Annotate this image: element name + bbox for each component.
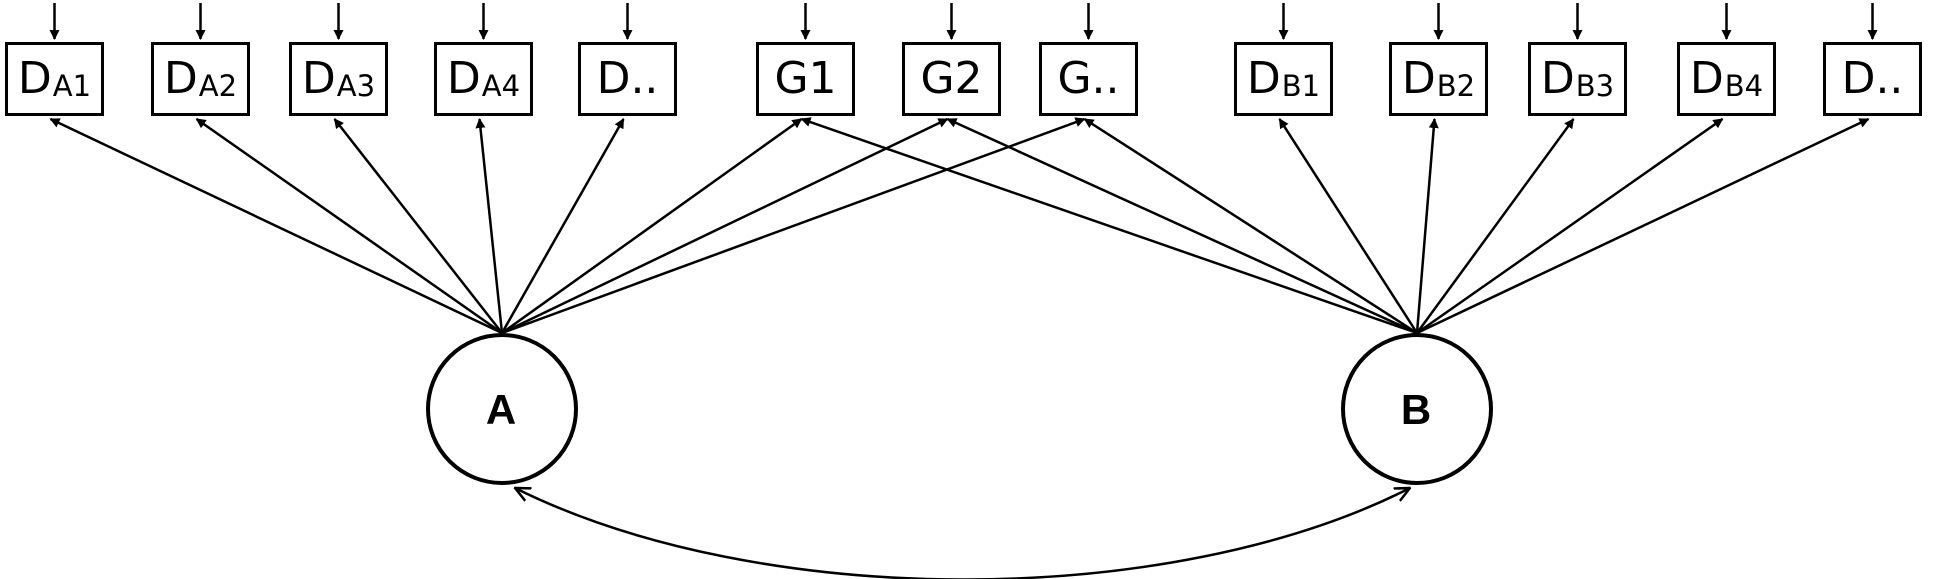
loading-arrow-a [501, 117, 803, 335]
indicator-label: D [1689, 53, 1724, 104]
correlation-arc [515, 488, 1410, 579]
loading-arrow-a [333, 118, 503, 334]
indicator-box: G.. [1039, 42, 1138, 116]
factor-a-circle [426, 333, 578, 485]
indicator-box: D.. [578, 42, 677, 116]
indicator-subscript: A1 [52, 68, 92, 103]
loading-arrow-b [1415, 118, 1439, 334]
indicator-subscript: A2 [198, 68, 238, 103]
indicator-label: D [1246, 53, 1281, 104]
indicator-label: D [1401, 53, 1436, 104]
loading-arrow-a [501, 117, 1086, 335]
factor-a-label: A [485, 386, 517, 433]
indicator-subscript: B4 [1724, 68, 1764, 103]
indicator-label: D [163, 53, 198, 104]
loading-arrow-b [1416, 117, 1724, 335]
loading-arrow-b [1416, 117, 1870, 335]
indicator-label: G1 [774, 53, 837, 104]
indicator-label: D [446, 53, 481, 104]
edges-layer [49, 3, 1878, 335]
indicator-box: G1 [756, 42, 855, 116]
loading-arrow-b [946, 117, 1418, 335]
factor-b-circle [1341, 333, 1493, 485]
indicator-subscript: B3 [1575, 68, 1615, 103]
indicator-label: D.. [596, 53, 659, 104]
loading-arrow-a [49, 117, 503, 335]
loading-arrow-b [1083, 117, 1418, 335]
factor-b-label: B [1400, 386, 1432, 433]
indicator-label: G2 [920, 53, 983, 104]
loading-arrow-b [800, 117, 1418, 335]
loading-arrow-a [500, 118, 625, 334]
indicator-box: D.. [1823, 42, 1922, 116]
loading-arrow-a [195, 117, 503, 335]
indicator-subscript: B1 [1281, 68, 1321, 103]
loading-arrow-b [1278, 118, 1419, 334]
indicator-subscript: A4 [481, 68, 521, 103]
loading-arrow-a [475, 118, 504, 334]
indicator-label: D.. [1841, 53, 1904, 104]
loading-arrow-b [1415, 118, 1575, 334]
indicator-label: D [17, 53, 52, 104]
loading-arrow-a [501, 117, 949, 335]
indicator-label: D [1540, 53, 1575, 104]
indicator-subscript: B2 [1436, 68, 1476, 103]
indicator-label: G.. [1057, 53, 1120, 104]
indicator-subscript: A3 [336, 68, 376, 103]
indicator-label: D [301, 53, 336, 104]
indicator-box: G2 [902, 42, 1001, 116]
